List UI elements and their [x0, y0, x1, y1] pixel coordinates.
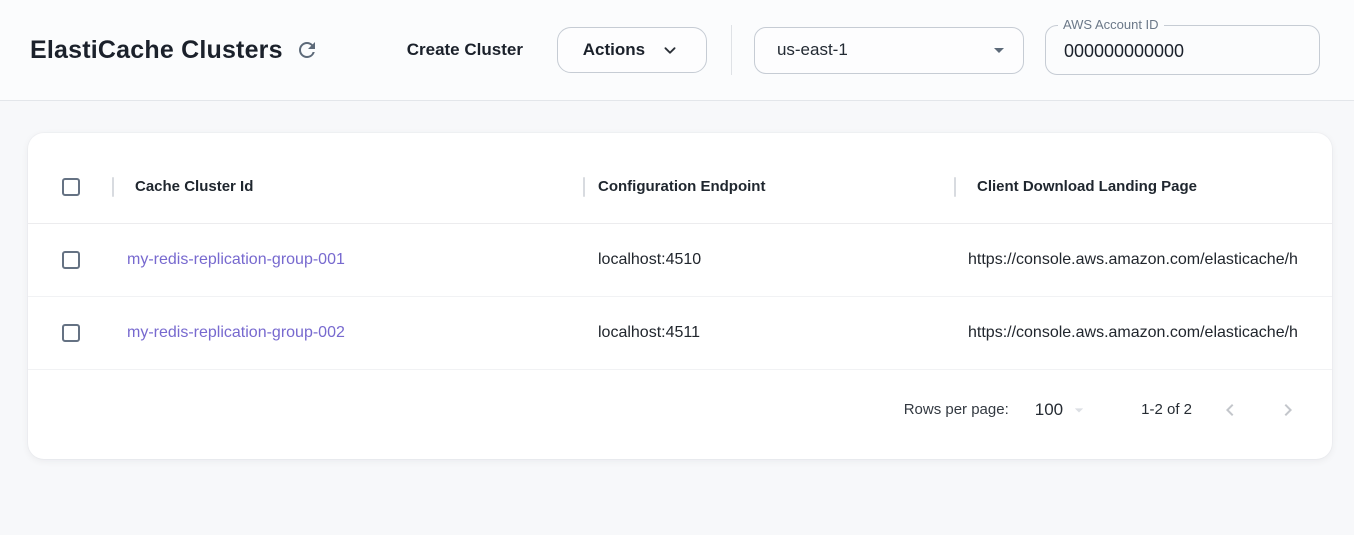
arrow-drop-down-icon — [1069, 400, 1089, 420]
region-select[interactable]: us-east-1 — [753, 26, 1024, 74]
header-divider — [730, 25, 732, 75]
table-pagination: Rows per page: 100 1-2 of 2 — [28, 370, 1332, 459]
next-page-button[interactable] — [1268, 390, 1308, 430]
column-header-client-download-landing-page[interactable]: Client Download Landing Page — [977, 177, 1198, 195]
row-select-cell — [28, 324, 113, 342]
column-header-configuration-endpoint[interactable]: Configuration Endpoint — [598, 177, 766, 195]
select-all-cell — [28, 177, 113, 196]
account-id-label: AWS Account ID — [1057, 17, 1164, 32]
create-cluster-button[interactable]: Create Cluster — [403, 32, 527, 68]
rows-per-page-select[interactable]: 100 — [1035, 400, 1089, 420]
client-download-landing-page-cell: https://console.aws.amazon.com/elasticac… — [968, 251, 1298, 268]
table-header-row: Cache Cluster Id Configuration Endpoint … — [28, 150, 1332, 224]
region-select-value: us-east-1 — [776, 40, 848, 59]
column-header-cache-cluster-id[interactable]: Cache Cluster Id — [135, 177, 254, 195]
actions-button-label: Actions — [582, 40, 646, 59]
row-select-cell — [28, 251, 113, 269]
chevron-right-icon — [1276, 398, 1300, 422]
cluster-id-link[interactable]: my-redis-replication-group-002 — [127, 324, 345, 341]
app-header: ElastiCache Clusters Create Cluster Acti… — [0, 0, 1354, 101]
cluster-id-link[interactable]: my-redis-replication-group-001 — [127, 251, 345, 268]
column-separator — [583, 176, 585, 197]
previous-page-button[interactable] — [1210, 390, 1250, 430]
refresh-button[interactable] — [291, 34, 323, 66]
account-id-input[interactable] — [1045, 26, 1319, 74]
configuration-endpoint-cell: localhost:4511 — [598, 324, 700, 341]
rows-per-page-label: Rows per page: — [903, 401, 1009, 418]
page-title: ElastiCache Clusters — [30, 35, 283, 64]
table-row: my-redis-replication-group-002 localhost… — [28, 297, 1332, 370]
refresh-icon — [295, 38, 319, 62]
actions-button[interactable]: Actions — [556, 27, 707, 73]
account-id-field: AWS Account ID — [1044, 17, 1320, 75]
cache-cluster-id-cell: my-redis-replication-group-002 — [113, 324, 584, 342]
pagination-range-label: 1-2 of 2 — [1141, 401, 1192, 418]
chevron-down-icon — [659, 39, 681, 61]
table-row: my-redis-replication-group-001 localhost… — [28, 224, 1332, 297]
client-download-landing-page-cell: https://console.aws.amazon.com/elasticac… — [968, 324, 1298, 341]
clusters-table-card: Cache Cluster Id Configuration Endpoint … — [28, 133, 1332, 459]
select-all-checkbox[interactable] — [61, 177, 80, 196]
column-separator — [112, 176, 114, 197]
row-checkbox[interactable] — [61, 251, 80, 269]
cache-cluster-id-cell: my-redis-replication-group-001 — [113, 251, 584, 269]
arrow-drop-down-icon — [987, 38, 1011, 62]
configuration-endpoint-cell: localhost:4510 — [598, 251, 702, 268]
row-checkbox[interactable] — [61, 324, 80, 342]
chevron-left-icon — [1218, 398, 1242, 422]
column-separator — [954, 176, 956, 197]
